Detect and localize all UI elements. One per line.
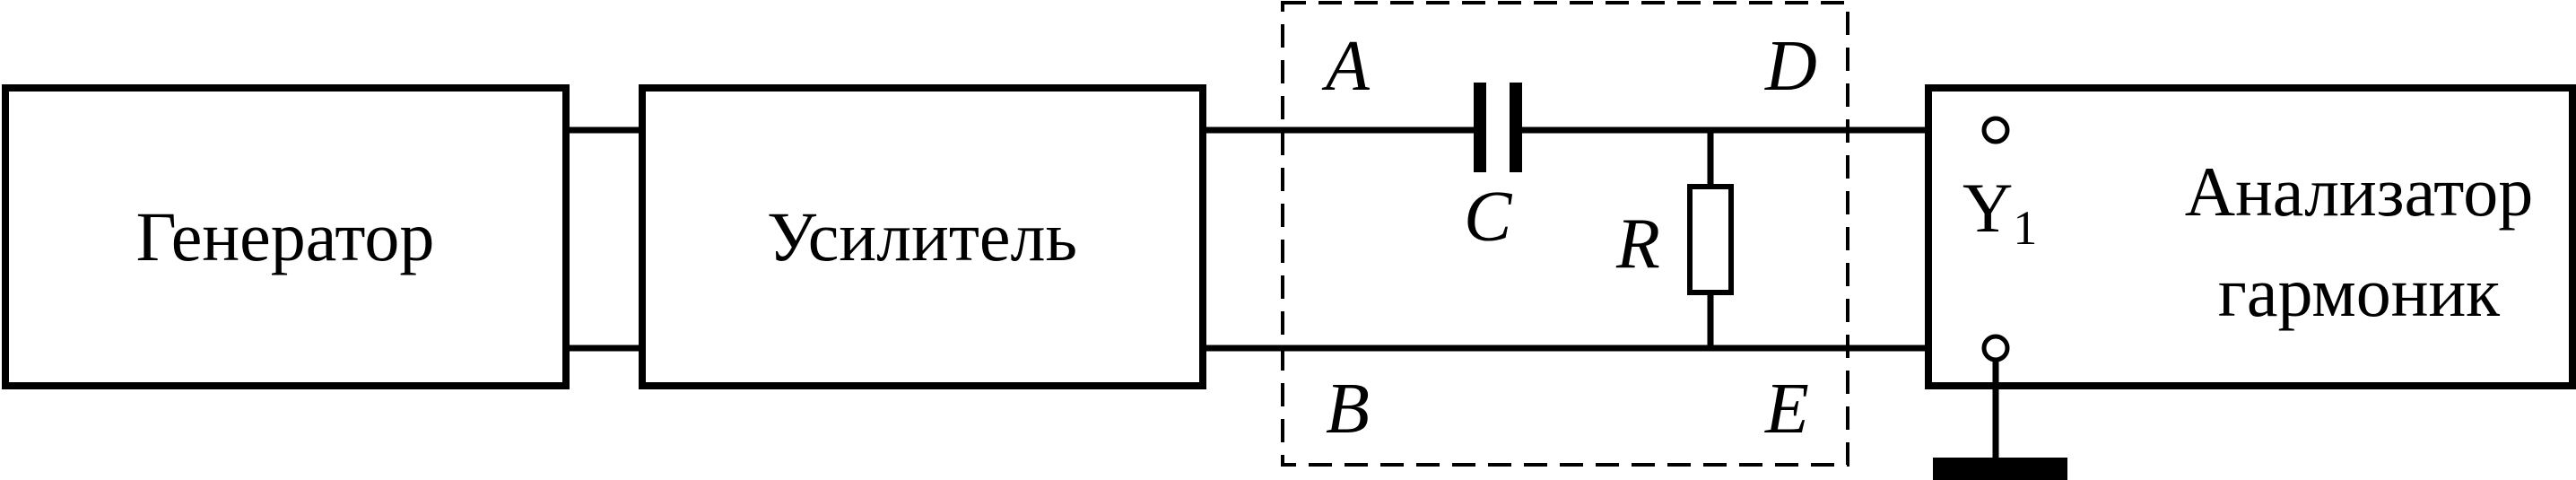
input-label-index: 1 <box>2013 201 2037 255</box>
input-terminal-bottom <box>1981 334 2010 362</box>
input-terminal-top <box>1981 116 2010 144</box>
node-label-d: D <box>1764 27 1817 106</box>
input-label-name: Y <box>1962 169 2013 247</box>
rc-network-enclosure <box>1281 1 1849 467</box>
analyzer-label-line1: Анализатор <box>2185 153 2534 231</box>
amplifier-label: Усилитель <box>767 197 1077 275</box>
resistor <box>1687 130 1734 348</box>
generator-label: Генератор <box>136 197 435 275</box>
capacitor <box>1474 83 1522 172</box>
analyzer-block: Анализатор гармоник <box>1925 84 2576 389</box>
capacitor-plate-right <box>1510 83 1522 172</box>
generator-block: Генератор <box>2 84 570 389</box>
amplifier-block: Усилитель <box>639 84 1206 389</box>
capacitor-label: C <box>1464 178 1513 257</box>
node-label-a: A <box>1321 27 1371 106</box>
node-label-b: B <box>1326 370 1370 449</box>
amplifier-box <box>639 84 1206 389</box>
analyzer-label-line2: гармоник <box>2218 253 2500 331</box>
resistor-label: R <box>1615 205 1660 284</box>
node-label-e: E <box>1764 370 1809 449</box>
ground-bar <box>1933 458 2067 480</box>
capacitor-plate-left <box>1474 83 1486 172</box>
analyzer-box <box>1925 84 2576 389</box>
generator-box <box>2 84 570 389</box>
input-label: Y1 <box>1962 169 2037 255</box>
resistor-body <box>1687 184 1734 295</box>
ground-symbol <box>1933 360 2067 480</box>
